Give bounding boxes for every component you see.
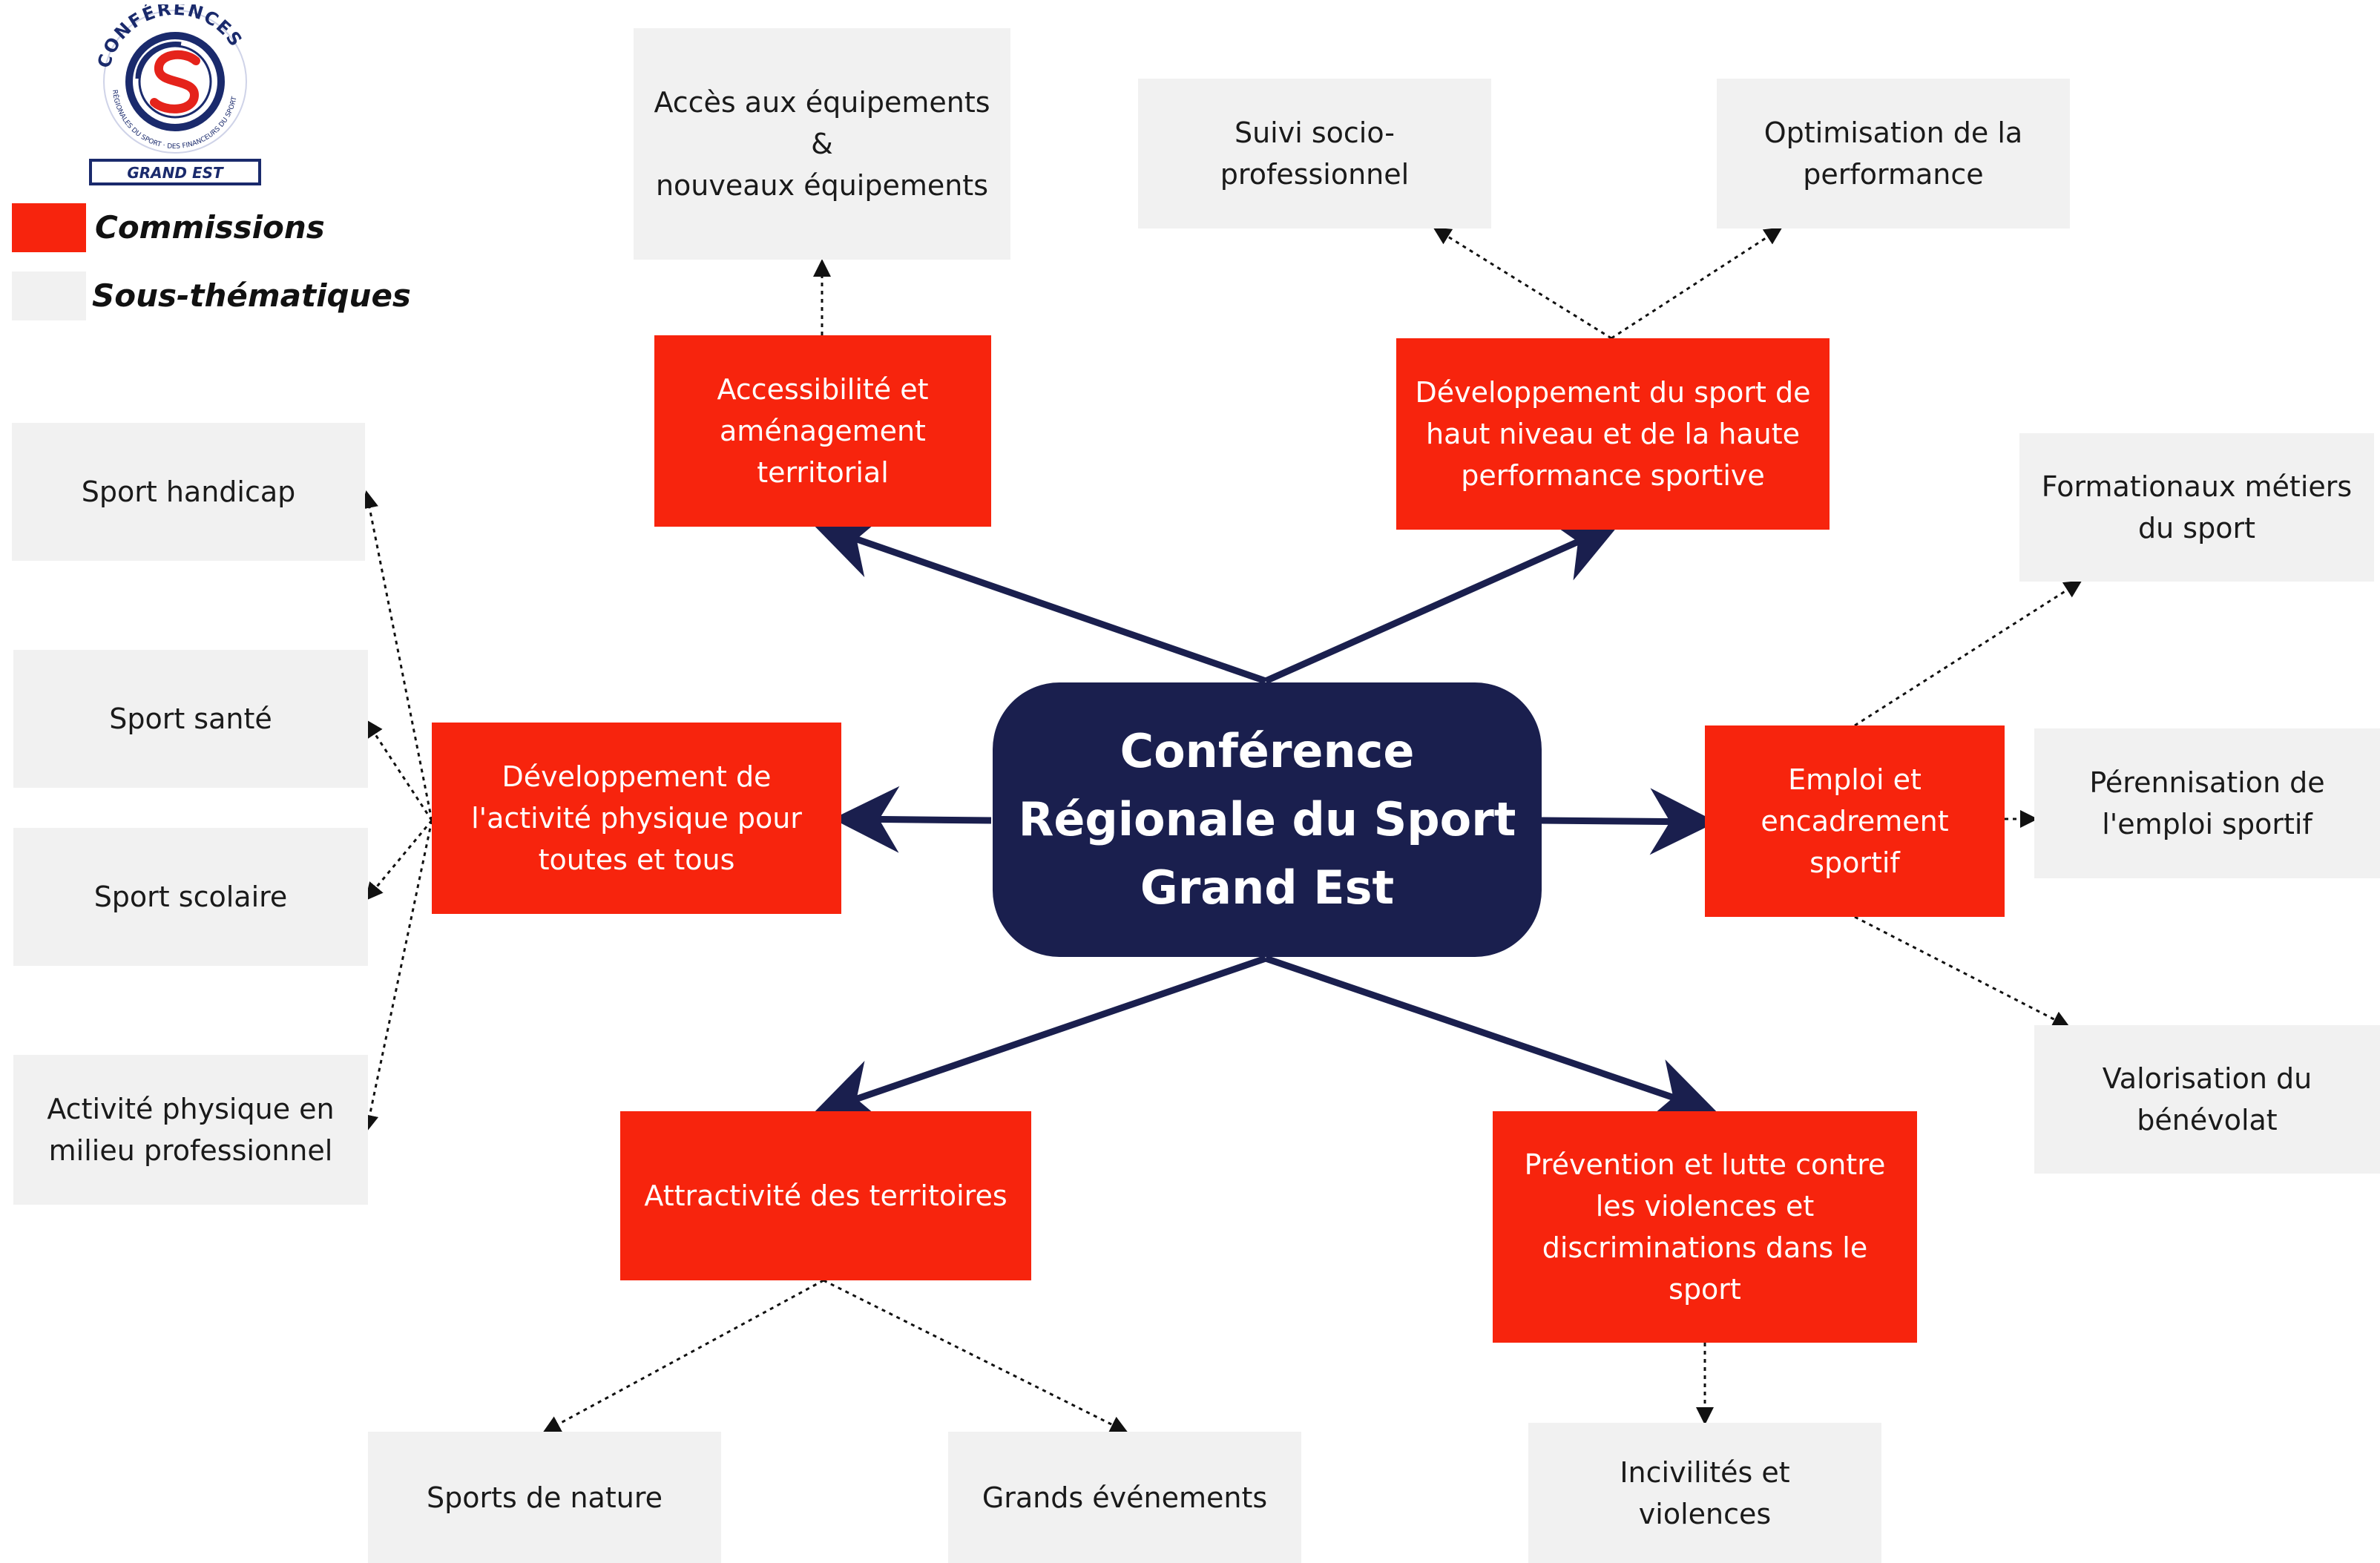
arrow-to-attractivite bbox=[812, 955, 1267, 1125]
subtheme-evenements: Grands événements bbox=[948, 1432, 1301, 1563]
subtheme-sante: Sport santé bbox=[13, 650, 368, 788]
arrow-to-haut-niveau bbox=[1264, 519, 1621, 685]
arrow-to-activite-physique bbox=[832, 786, 992, 853]
arrow-to-prevention bbox=[1264, 955, 1718, 1123]
commission-accessibilite: Accessibilité et aménagement territorial bbox=[654, 335, 991, 527]
link-optimisation bbox=[1611, 227, 1783, 340]
subtheme-acces-equipements: Accès aux équipements & nouveaux équipem… bbox=[634, 28, 1010, 260]
logo-banner: GRAND EST bbox=[127, 164, 224, 182]
commission-prevention: Prévention et lutte contre les violences… bbox=[1493, 1111, 1917, 1343]
link-suivi bbox=[1433, 227, 1612, 340]
conferences-logo: CONFÉRENCES RÉGIONALES DU SPORT · DES FI… bbox=[86, 0, 264, 187]
legend-subthemes-label: Sous-thématiques bbox=[92, 277, 411, 314]
commission-attractivite: Attractivité des territoires bbox=[620, 1111, 1031, 1280]
subtheme-formations: Formationaux métiers du sport bbox=[2019, 433, 2374, 582]
arrow-to-emploi bbox=[1541, 788, 1717, 855]
link-evenements bbox=[823, 1279, 1128, 1433]
subtheme-suivi: Suivi socio- professionnel bbox=[1138, 79, 1491, 228]
legend-subthemes-swatch bbox=[12, 272, 86, 320]
link-milieu-pro bbox=[361, 820, 433, 1133]
center-node: Conférence Régionale du Sport Grand Est bbox=[993, 682, 1542, 957]
subtheme-optimisation: Optimisation de la performance bbox=[1717, 79, 2070, 228]
subtheme-perennisation: Pérennisation de l'emploi sportif bbox=[2034, 728, 2380, 878]
legend-commissions-swatch bbox=[12, 203, 86, 252]
link-sante bbox=[365, 719, 433, 821]
commission-haut-niveau: Développement du sport de haut niveau et… bbox=[1396, 338, 1830, 530]
commission-activite-physique: Développement de l'activité physique pou… bbox=[432, 723, 841, 914]
subtheme-handicap: Sport handicap bbox=[12, 423, 365, 561]
link-scolaire bbox=[365, 820, 433, 901]
subtheme-scolaire: Sport scolaire bbox=[13, 828, 368, 966]
arrow-to-accessibilite bbox=[812, 514, 1267, 685]
subtheme-benevolat: Valorisation du bénévolat bbox=[2034, 1025, 2380, 1174]
subtheme-nature: Sports de nature bbox=[368, 1432, 721, 1563]
link-nature bbox=[542, 1279, 824, 1433]
subtheme-incivilites: Incivilités et violences bbox=[1528, 1423, 1881, 1563]
main-arrows bbox=[812, 514, 1718, 1125]
link-handicap bbox=[361, 490, 433, 821]
commission-emploi: Emploi et encadrement sportif bbox=[1705, 725, 2005, 917]
legend-commissions-label: Commissions bbox=[95, 209, 325, 246]
sub-arrows bbox=[361, 227, 2082, 1433]
subtheme-milieu-pro: Activité physique en milieu professionne… bbox=[13, 1055, 368, 1205]
link-formations bbox=[1854, 580, 2082, 727]
link-benevolat bbox=[1854, 915, 2071, 1028]
